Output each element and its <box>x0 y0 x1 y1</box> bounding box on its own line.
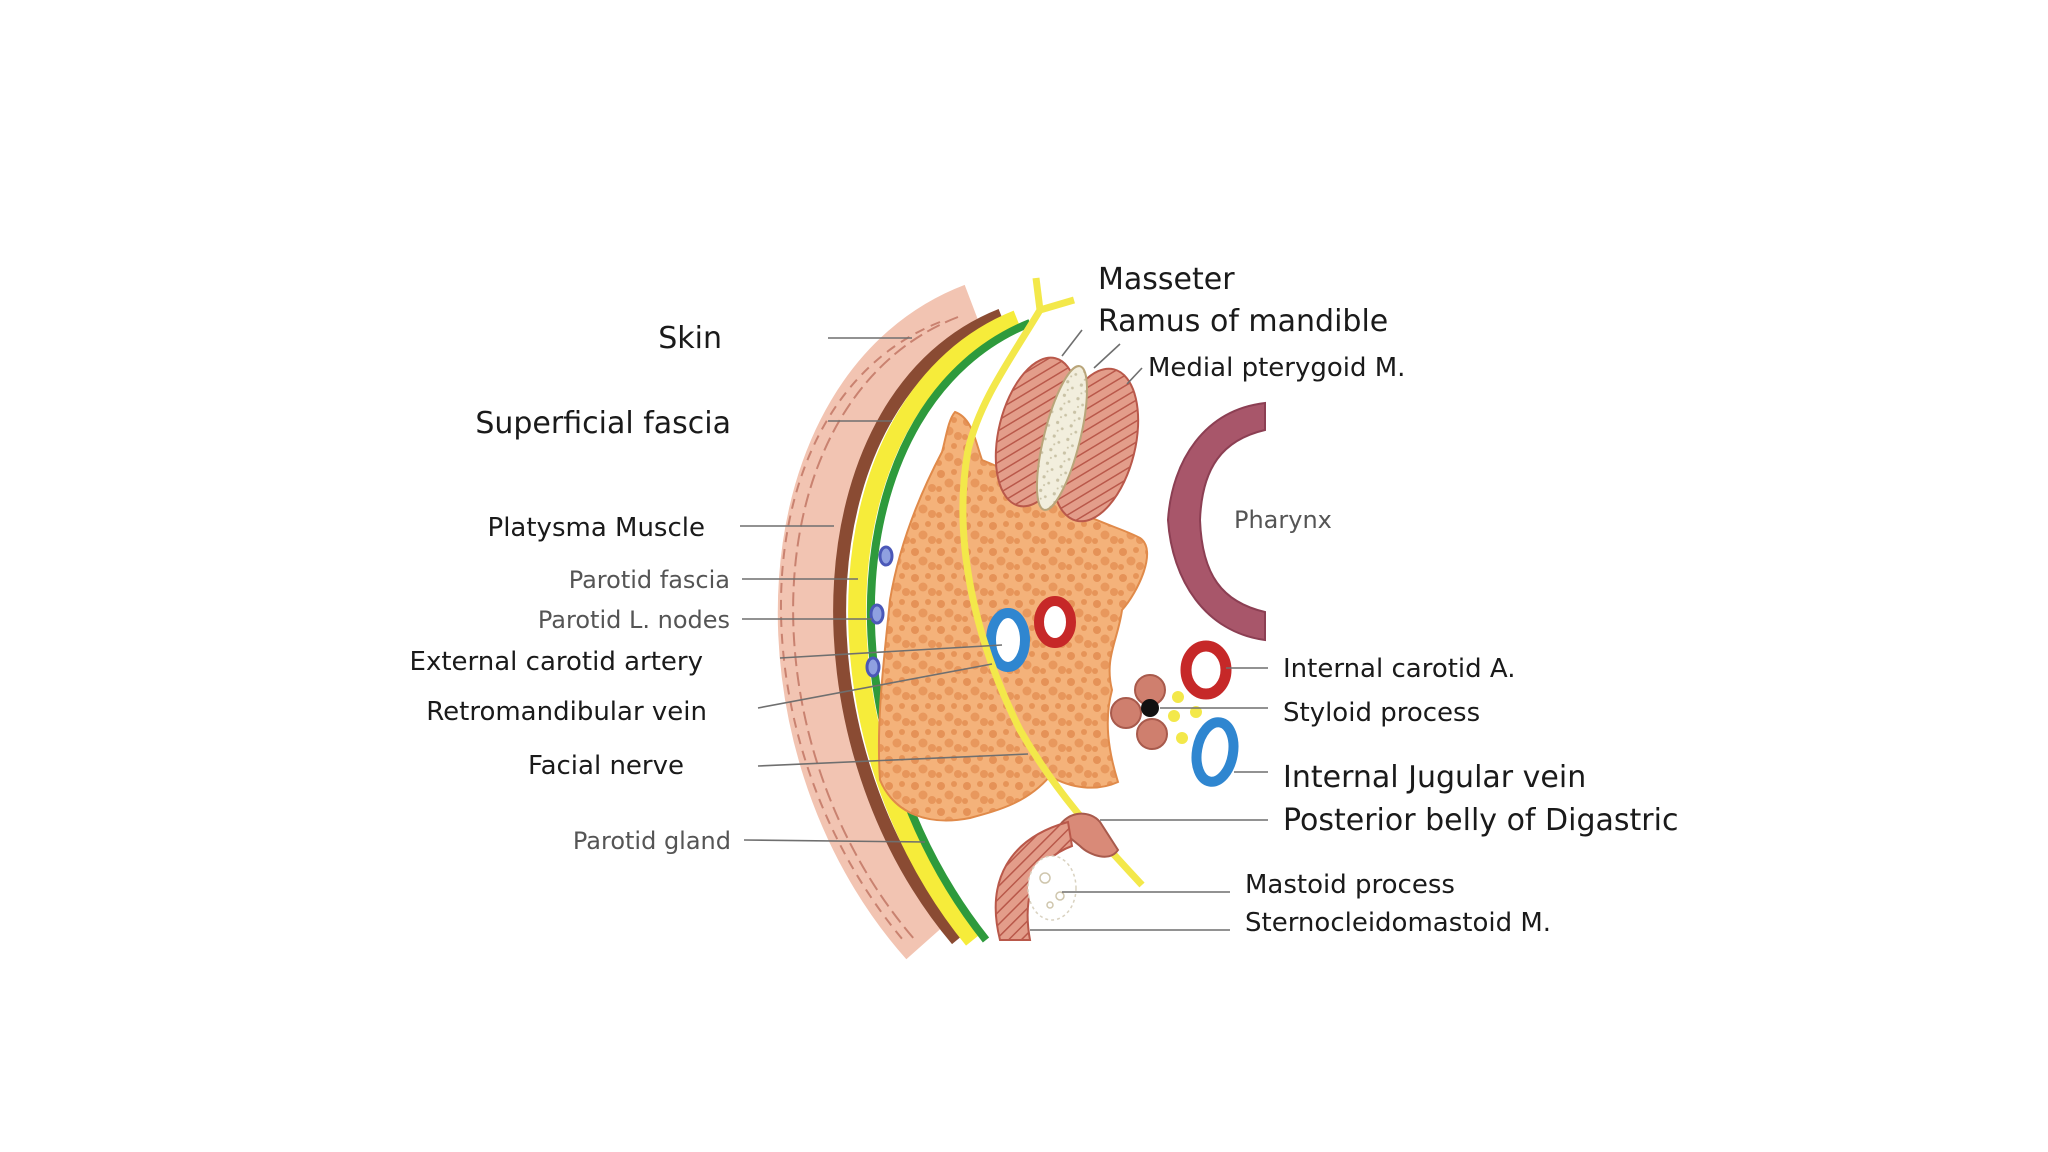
styloid-process-shape <box>1110 674 1202 750</box>
label-parotid-fascia: Parotid fascia <box>569 566 730 594</box>
label-mastoid-process: Mastoid process <box>1245 870 1455 900</box>
label-medial-pterygoid: Medial pterygoid M. <box>1148 353 1405 383</box>
internal-carotid-artery-shape <box>1180 640 1232 700</box>
skin-layer <box>777 284 987 960</box>
external-carotid-artery-shape <box>1034 596 1076 648</box>
label-sternocleidomastoid: Sternocleidomastoid M. <box>1245 908 1551 938</box>
internal-jugular-vein-shape <box>1191 717 1239 787</box>
facial-nerve-branch <box>1039 296 1075 314</box>
mastoid-process-shape <box>1027 855 1077 921</box>
label-facial-nerve: Facial nerve <box>528 751 684 781</box>
masseter-ramus-pterygoid <box>994 356 1140 523</box>
platysma-layer <box>848 310 1021 946</box>
label-ramus-of-mandible: Ramus of mandible <box>1098 304 1388 339</box>
superficial-fascia-layer <box>833 308 1004 945</box>
label-platysma-muscle: Platysma Muscle <box>488 513 705 543</box>
label-external-carotid-artery: External carotid artery <box>410 647 703 677</box>
label-parotid-lymph-nodes: Parotid L. nodes <box>538 606 730 634</box>
label-pharynx: Pharynx <box>1234 506 1332 534</box>
pharynx-wall <box>1166 401 1266 642</box>
label-superficial-fascia: Superficial fascia <box>475 406 731 441</box>
label-masseter: Masseter <box>1098 262 1235 297</box>
label-posterior-belly-digastric: Posterior belly of Digastric <box>1283 803 1678 838</box>
right-leader-lines <box>1030 329 1268 931</box>
label-internal-jugular-vein: Internal Jugular vein <box>1283 760 1586 795</box>
posterior-belly-digastric-shape <box>1056 812 1120 858</box>
label-parotid-gland: Parotid gland <box>573 827 731 855</box>
label-skin: Skin <box>658 321 722 356</box>
label-retromandibular-vein: Retromandibular vein <box>426 697 707 727</box>
left-leader-lines <box>740 337 1029 843</box>
parotid-lymph-nodes <box>865 545 894 678</box>
label-styloid-process: Styloid process <box>1283 698 1480 728</box>
label-internal-carotid: Internal carotid A. <box>1283 654 1516 684</box>
retromandibular-vein-shape <box>986 608 1030 672</box>
